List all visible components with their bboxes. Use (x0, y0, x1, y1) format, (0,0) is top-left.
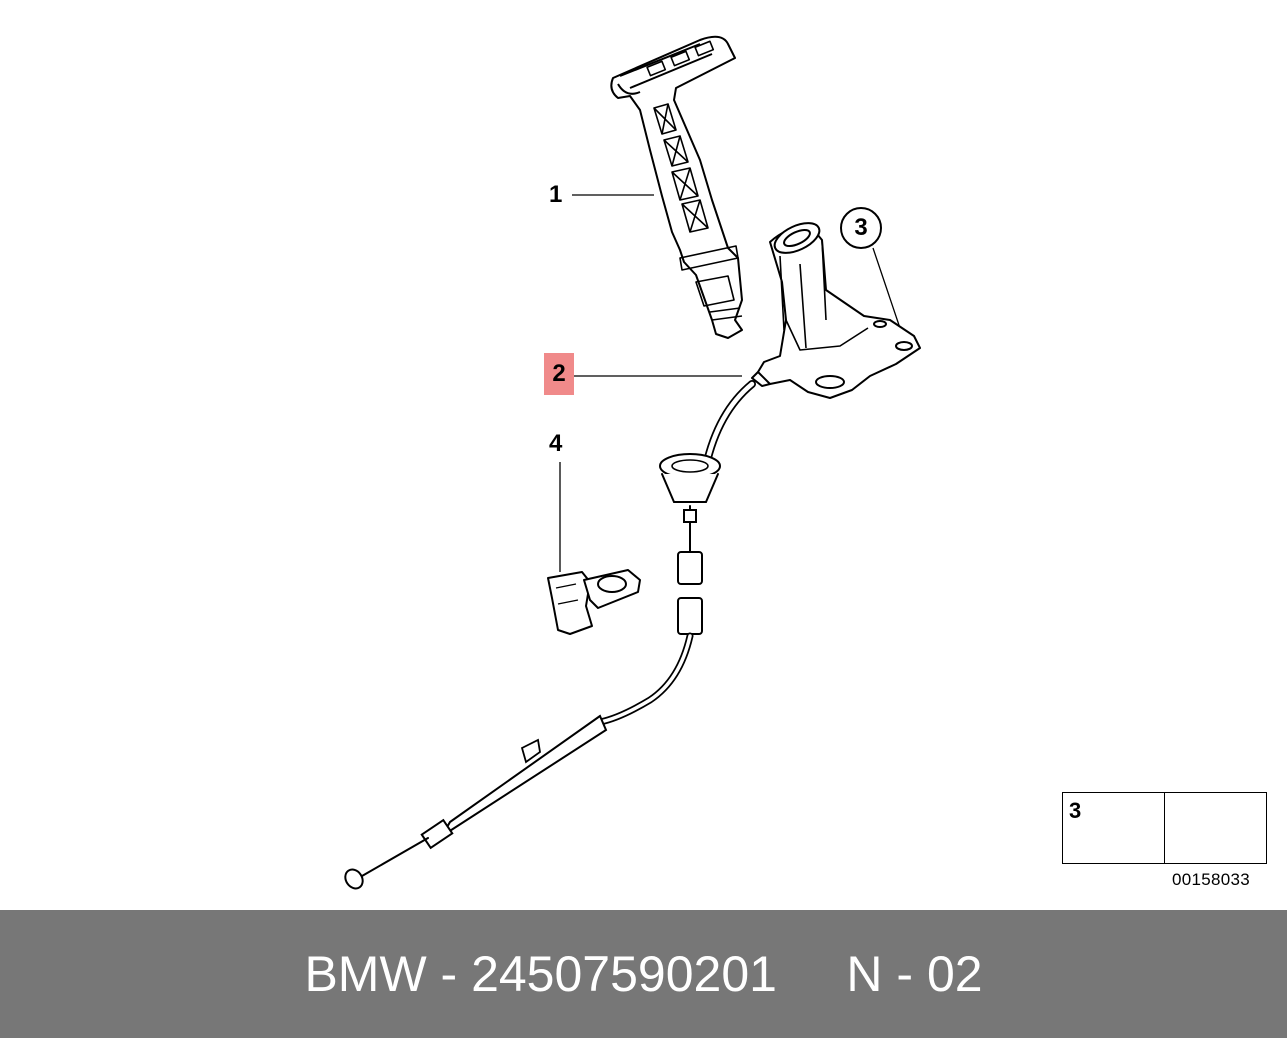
lever-housing-part (751, 222, 921, 399)
legend-divider (1164, 792, 1165, 864)
callout-4: 4 (549, 430, 563, 457)
callout-3: 3 (840, 207, 882, 249)
leader-lines (559, 194, 905, 572)
callout-2: 2 (552, 360, 566, 387)
callout-2-highlight (544, 353, 574, 395)
diagram-drawing (344, 35, 1257, 890)
parts-diagram: 1 2 3 4 3 00158033 (344, 35, 1267, 890)
legend-number: 3 (1069, 798, 1082, 823)
diagram-code: 00158033 (1172, 870, 1251, 889)
cable-clip-part (547, 569, 641, 635)
handle-lever-part (610, 35, 743, 339)
callout-1: 1 (549, 181, 563, 208)
footer-bar: BMW - 24507590201 N - 02 (0, 910, 1287, 1038)
release-cable (344, 380, 756, 890)
footer-part-number: BMW - 24507590201 N - 02 (304, 946, 983, 1002)
